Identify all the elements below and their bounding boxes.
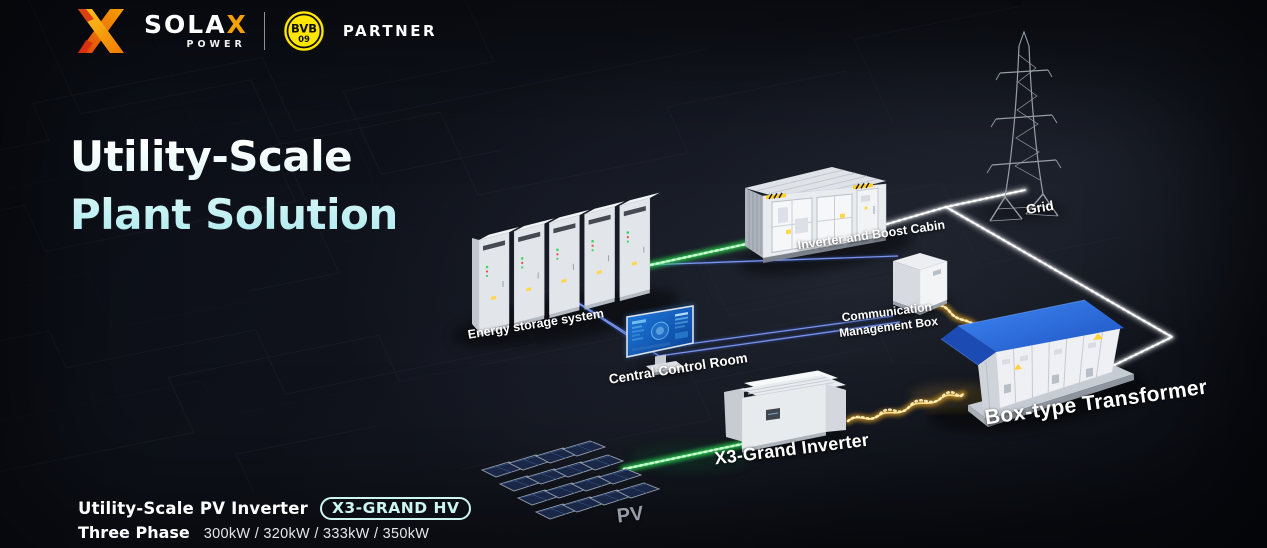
transformer-building	[940, 299, 1134, 427]
phase-label: Three Phase	[78, 523, 190, 542]
page-title: Utility-Scale Plant Solution	[70, 128, 398, 244]
header-divider	[263, 12, 265, 50]
partner-label: PARTNER	[342, 22, 438, 40]
bvb-logo: BVB 09	[281, 8, 327, 54]
x3-grand-inverter	[724, 370, 846, 453]
boost-cabin	[745, 167, 887, 263]
model-badge: X3-GRAND HV	[319, 497, 472, 520]
grid-tower	[986, 30, 1062, 222]
product-footer: Utility-Scale PV Inverter X3-GRAND HV Th…	[78, 497, 472, 542]
power-ratings: 300kW / 320kW / 333kW / 350kW	[203, 526, 430, 542]
communication-box	[893, 253, 948, 315]
product-name: Utility-Scale PV Inverter	[78, 499, 308, 518]
hazard-stripe	[766, 182, 873, 200]
solax-wordmark: SOLAX POWER	[144, 12, 248, 50]
bvb-letters: BVB	[291, 22, 317, 36]
energy-storage-cabinets	[472, 192, 661, 336]
title-line1: Utility-Scale	[70, 132, 353, 181]
brand-name: SOLA	[144, 10, 227, 40]
beam-white-grid	[866, 186, 1176, 376]
brand-header: SOLAX POWER BVB 09 PARTNER	[74, 8, 437, 54]
control-room-monitor	[625, 303, 695, 376]
title-line2: Plant Solution	[70, 189, 398, 239]
beam-green-energy	[620, 237, 764, 473]
bvb-number: 09	[298, 35, 310, 45]
brand-sub: POWER	[186, 39, 246, 51]
warning-triangle-icon	[1093, 333, 1103, 340]
label-pv: PV	[615, 502, 645, 528]
solax-x-logo-icon	[78, 9, 124, 53]
brand-name-x: X	[226, 10, 248, 40]
warning-triangle-icon	[1014, 364, 1022, 370]
